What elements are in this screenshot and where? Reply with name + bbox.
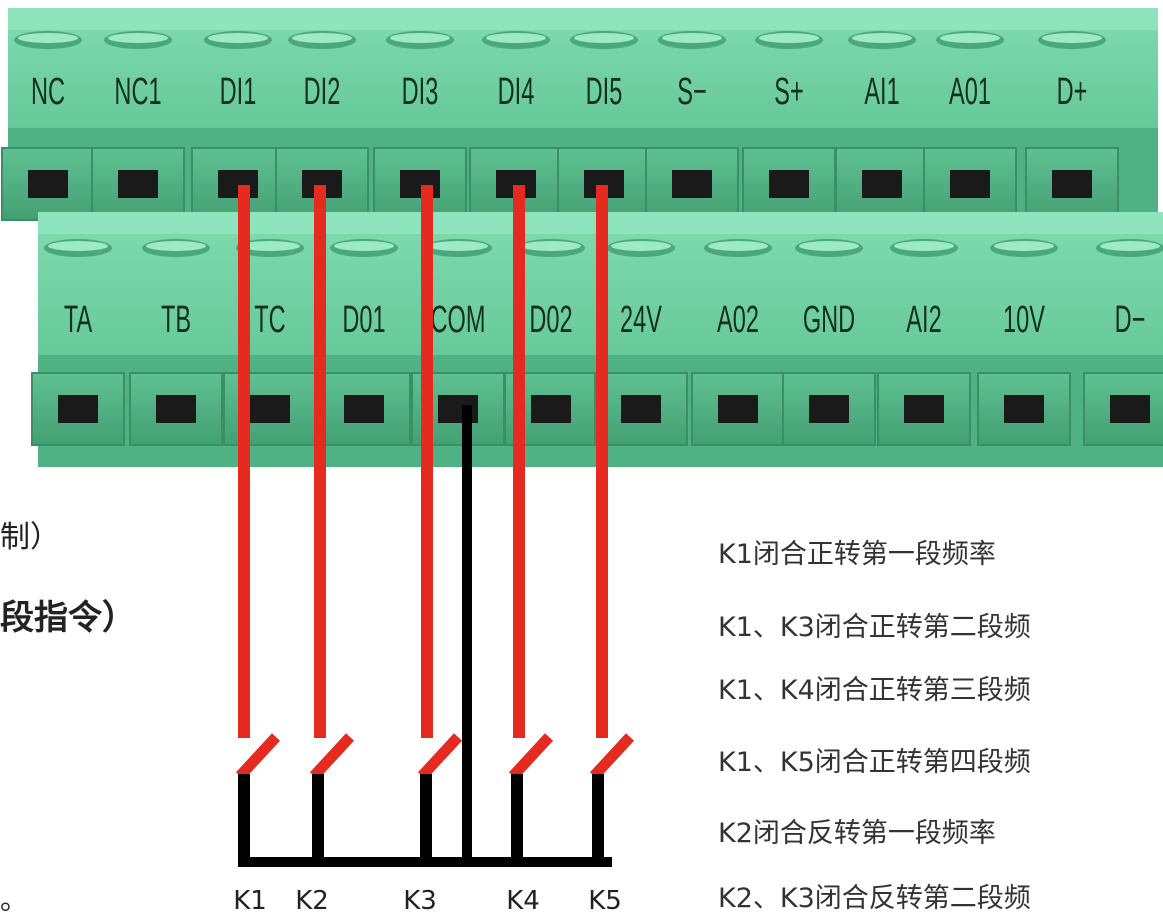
- description-5: K2闭合反转第一段频率: [718, 818, 996, 849]
- switch-contact: [508, 733, 554, 780]
- terminal-label-24v: 24V: [620, 297, 662, 340]
- switch-contact: [235, 733, 281, 780]
- terminal-label-di3: DI3: [402, 69, 439, 112]
- switch-label-k1: K1: [233, 886, 267, 916]
- terminal-label-a01: A01: [949, 69, 991, 112]
- terminal-label-ai2: AI2: [906, 297, 941, 340]
- terminal-label-di1: DI1: [220, 69, 257, 112]
- left-text-line2: 段指令）: [0, 598, 136, 638]
- terminal-label-tb: TB: [161, 297, 191, 340]
- terminal-label-ta: TA: [64, 297, 93, 340]
- left-text-line1: 制）: [0, 520, 60, 555]
- terminal-label-di4: DI4: [498, 69, 535, 112]
- terminal-label-nc1: NC1: [114, 69, 161, 112]
- terminal-label-tc: TC: [254, 297, 285, 340]
- switch-contact: [309, 733, 355, 780]
- wiring: [235, 185, 635, 867]
- switch-label-k3: K3: [403, 886, 437, 916]
- terminal-label-nc: NC: [31, 69, 65, 112]
- left-text-line3: 。: [0, 883, 29, 916]
- terminal-label-gnd: GND: [803, 297, 855, 340]
- description-2: K1、K3闭合正转第二段频: [718, 612, 1031, 643]
- description-4: K1、K5闭合正转第四段频: [718, 747, 1031, 778]
- terminal-label-di5: DI5: [586, 69, 623, 112]
- switch-label-k2: K2: [295, 886, 329, 916]
- description-6: K2、K3闭合反转第二段频: [718, 883, 1031, 914]
- switch-label-k5: K5: [588, 886, 622, 916]
- switch-contact: [417, 733, 463, 780]
- terminal-label-a02: A02: [717, 297, 759, 340]
- terminal-label-di2: DI2: [304, 69, 341, 112]
- description-3: K1、K4闭合正转第三段频: [718, 675, 1031, 706]
- top-terminal-block: NC NC1 DI1 DI2 DI3 DI4 DI5 S− S+ AI1 A01 D+: [1, 8, 1158, 221]
- switch-contact: [589, 733, 635, 780]
- terminal-label-s: S−: [677, 69, 706, 112]
- terminal-label-10v: 10V: [1003, 297, 1045, 340]
- terminal-label-d01: D01: [342, 297, 385, 340]
- terminal-label-d: D−: [1115, 297, 1146, 340]
- terminal-label-ai1: AI1: [864, 69, 899, 112]
- switch-label-k4: K4: [506, 886, 540, 916]
- terminal-socket: [742, 147, 836, 221]
- terminal-label-com: COM: [431, 297, 486, 340]
- description-1: K1闭合正转第一段频率: [718, 539, 996, 570]
- terminal-label-s: S+: [774, 69, 803, 112]
- terminal-label-d02: D02: [529, 297, 572, 340]
- terminal-label-d: D+: [1057, 69, 1088, 112]
